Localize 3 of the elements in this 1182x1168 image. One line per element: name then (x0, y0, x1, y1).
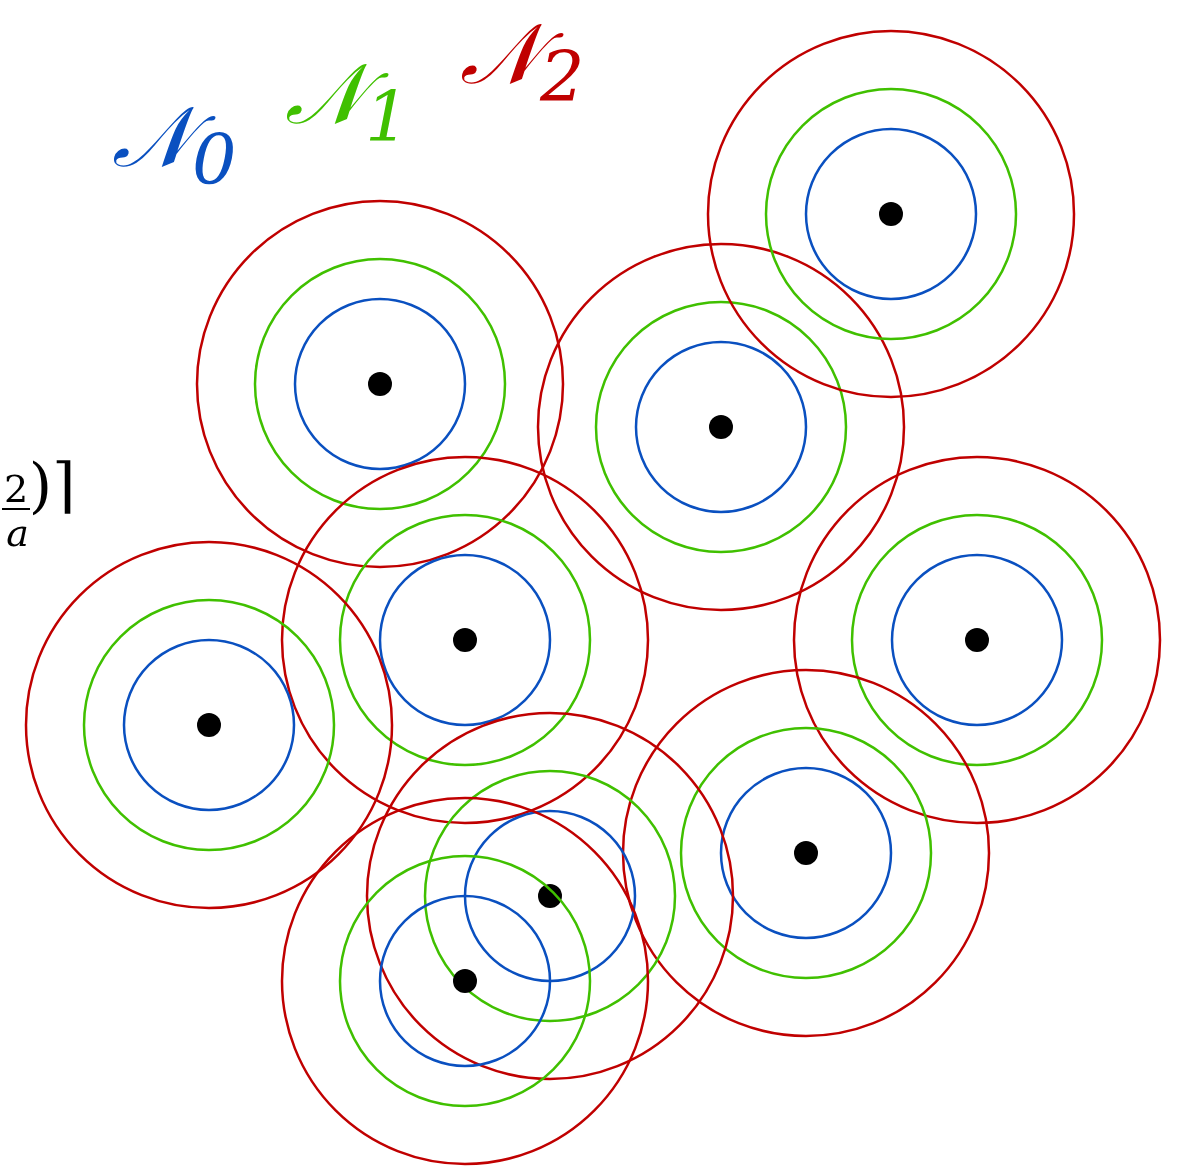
set-symbol: 𝒩$_{1}$ (285, 52, 410, 152)
set-symbol: 𝒩$_{2}$ (460, 12, 585, 112)
set-symbol: 𝒩$_{0}$ (112, 95, 237, 195)
